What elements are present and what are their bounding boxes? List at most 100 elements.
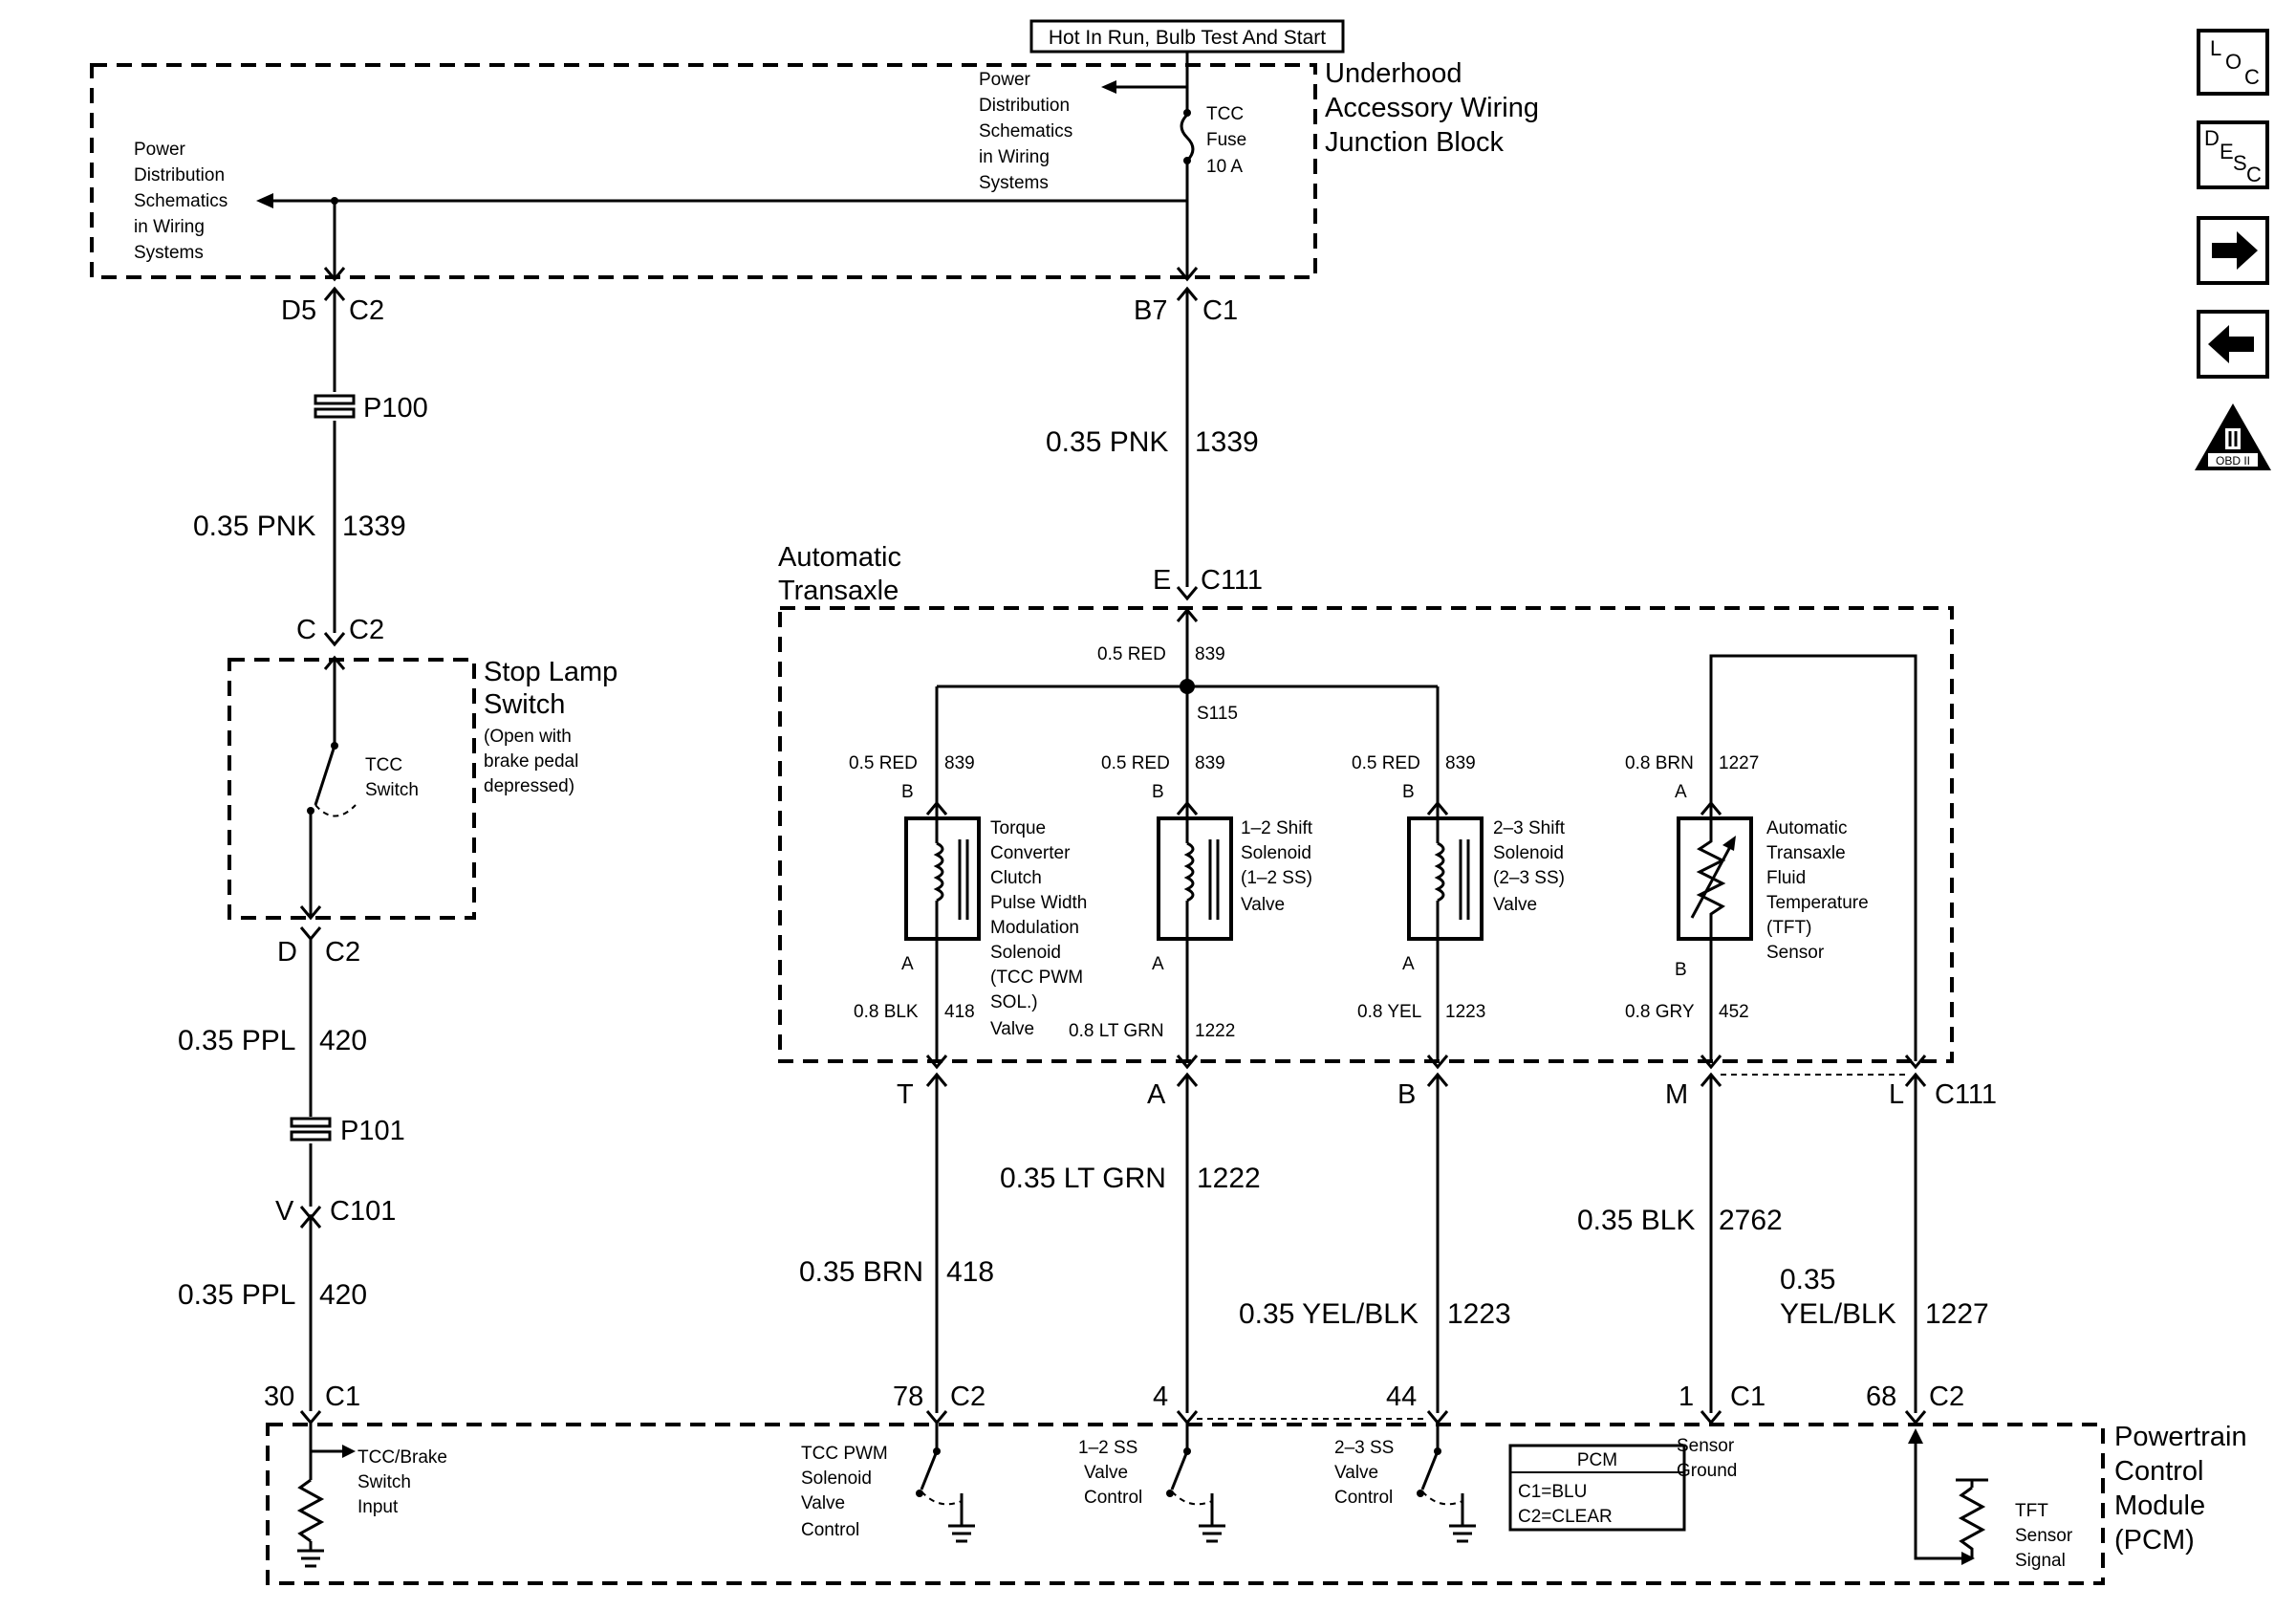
ss12-bot-num: 1222 [1195,1021,1235,1041]
tcc-bot-num: 418 [944,1002,975,1022]
tcc-coil-icon [933,841,944,903]
trunk-size: 0.5 RED [1097,644,1166,664]
tft-pin-top: A [1675,782,1687,802]
left3-size: 0.35 PPL [178,1279,295,1311]
conn-e-arrow-icon [1176,586,1199,601]
ss23-desc-4: Valve [1493,895,1537,915]
pcm-legend-box [1508,1444,1686,1532]
tft-desc-4: Temperature [1766,893,1869,913]
tft-loop-wire [1709,654,1917,1061]
ss12-ground-icon [1199,1524,1225,1543]
tcc-pwm-solenoid [904,816,981,941]
conn-l-arrow-icon [1904,1055,1927,1070]
power-dist-top-3: Schematics [979,121,1072,141]
tft-signal-up-arrow-icon [1908,1428,1923,1444]
desc-icon-letter-e: E [2220,140,2234,163]
pcm-legend-c2: C2=CLEAR [1518,1507,1613,1527]
tft-signal-wire [1914,1436,1961,1560]
tcc-desc-7: (TCC PWM [990,968,1083,988]
sensor-ground-1: Sensor [1677,1436,1735,1456]
prev-arrow-icon[interactable] [2197,310,2269,379]
tcc-pwm-driver-switch [920,1450,939,1490]
next-arrow-shape [2212,231,2258,270]
stop-lamp-note-2: brake pedal [484,751,578,772]
trunk-num: 839 [1195,644,1225,664]
tcc-switch-blade [314,745,336,806]
conn-d-arrow-icon [299,926,322,942]
tft-top-size: 0.8 BRN [1625,753,1694,773]
power-dist-top-1: Power [979,70,1031,90]
brake-input-resistor-icon [296,1478,325,1543]
p100-splice-lower-icon [314,407,356,419]
ss23-desc-1: 2–3 Shift [1493,818,1566,838]
conn-b-arrow-icon [1426,1055,1449,1070]
desc-icon[interactable]: D E S C [2197,120,2269,189]
conn-c111a: C111 [1201,565,1263,596]
tft-bot-size: 0.8 GRY [1625,1002,1695,1022]
tcc-switch-label-1: TCC [365,755,402,775]
ss23-coil-icon [1434,841,1445,903]
conn-b7-arrow-icon [1176,267,1199,282]
left2-num: 420 [319,1025,367,1056]
conn-44: 44 [1386,1382,1417,1412]
ss23-ctrl-dotted [1421,1490,1463,1506]
conn-c2d: C2 [950,1382,986,1412]
conn-p101: P101 [340,1116,405,1146]
brn-size: 0.35 BRN [799,1256,923,1288]
tcc-pwm-ctrl-1: TCC PWM [801,1444,888,1464]
p101-splice-lower-icon [290,1130,332,1142]
ss23-pin-top-arrow-icon [1426,800,1449,816]
conn-c111b: C111 [1935,1079,1997,1110]
conn-30-arrow-icon [299,1410,322,1425]
ss23-driver-switch [1420,1450,1440,1490]
tcc-switch-label-2: Switch [365,780,419,800]
desc-icon-frame [2197,120,2269,189]
ss12-pin-top-arrow-icon [1176,800,1199,816]
ss12-ctrl-dotted [1171,1490,1213,1506]
top-label: Hot In Run, Bulb Test And Start [1049,27,1326,49]
tcc-fuse-symbol [1180,113,1195,163]
fuse-label-1: TCC [1206,104,1244,124]
tft-desc-6: Sensor [1766,943,1825,963]
junction-block-title-2: Accessory Wiring [1325,93,1539,123]
ss23-ground-icon [1449,1524,1476,1543]
tft-desc-5: (TFT) [1766,918,1811,938]
pcm-title-2: Control [2114,1456,2204,1487]
conn-d5-arrow-icon [323,267,346,282]
brake-input-3: Input [357,1497,399,1517]
s115-label: S115 [1197,704,1238,724]
ss12-pin-top: B [1152,782,1164,802]
conn-b7: B7 [1134,295,1167,326]
conn-c-arrow-icon [323,632,346,647]
ss12-ctrl-1: 1–2 SS [1078,1438,1137,1458]
tcc-pwm-ctrl-dotted [921,1490,963,1506]
tft-signal-arrow-icon [1961,1552,1975,1565]
next-arrow-icon[interactable] [2197,216,2269,285]
junction-block-title-3: Junction Block [1325,127,1504,158]
transaxle-box [778,606,1954,1063]
power-dist-left-3: Schematics [134,191,227,211]
ss12-bot-size: 0.8 LT GRN [1069,1021,1164,1041]
loc-icon-letter-c: C [2244,65,2260,89]
conn-e: E [1153,565,1171,596]
tft-desc-1: Automatic [1766,818,1847,838]
ss12-desc-3: (1–2 SS) [1241,868,1312,888]
conn-d: D [277,937,297,968]
ss23-ctrl-1: 2–3 SS [1334,1438,1394,1458]
left2-size: 0.35 PPL [178,1025,295,1056]
tft-thermistor-icon [1696,818,1726,939]
ss23-pin-bot: A [1402,954,1415,974]
ltgrn-num: 1222 [1197,1163,1261,1194]
tcc-desc-2: Converter [990,843,1071,863]
ss23-ctrl-3: Control [1334,1488,1393,1508]
ss12-coil-icon [1183,841,1195,903]
conn-m: M [1665,1079,1688,1110]
loc-icon[interactable]: L O C [2197,29,2269,96]
ss12-desc-4: Valve [1241,895,1285,915]
tft-top-num: 1227 [1719,753,1759,773]
junction-block-box [90,63,1317,279]
obd2-icon[interactable]: OBD II [2195,403,2271,470]
yb2-size-1: 0.35 [1780,1264,1835,1295]
yb2-size-2: YEL/BLK [1780,1298,1896,1330]
p100-splice-icon [314,394,356,405]
